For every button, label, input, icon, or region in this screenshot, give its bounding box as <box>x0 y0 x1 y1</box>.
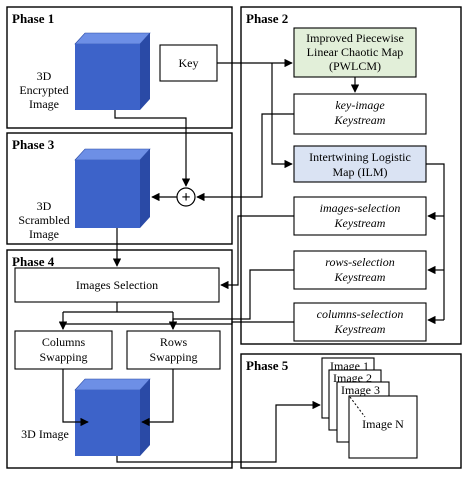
columns-swapping-label-line1: Columns <box>42 335 86 349</box>
scrambled-cube-label-line1: 3D <box>37 199 52 213</box>
phase2-label: Phase 2 <box>246 11 288 26</box>
images-selection-label: Images Selection <box>76 278 158 292</box>
rows-swapping-label-line2: Swapping <box>150 350 198 364</box>
rows-selection-keystream-box <box>293 250 427 290</box>
selection-split-line <box>63 302 173 313</box>
phase3-frame <box>6 132 233 245</box>
pwlcm-box <box>293 27 417 78</box>
encrypted-cube-icon <box>74 32 151 110</box>
phase5-frame <box>240 353 462 469</box>
encrypted-cube-label-line3: Image <box>29 97 59 111</box>
key-image-label-line1: key-image <box>335 98 385 112</box>
encrypted-cube-label-line2: Encrypted <box>19 83 68 97</box>
columns-swapping-box <box>14 330 113 370</box>
ilm-keystream-bus <box>426 163 445 320</box>
output-cube-icon <box>74 378 151 456</box>
phase4-label: Phase 4 <box>12 254 55 269</box>
key-to-ilm-arrow <box>271 63 293 169</box>
key-image-label-line2: Keystream <box>334 113 386 127</box>
encrypted-cube-label-line1: 3D <box>37 69 52 83</box>
columns-ks-to-swapping-arrow <box>58 321 294 330</box>
images-ks-to-selection-arrow <box>220 215 294 290</box>
connectors <box>58 58 445 463</box>
key-label: Key <box>179 56 199 70</box>
scrambled-cube-label-line3: Image <box>29 227 59 241</box>
cube-front-face <box>75 44 140 110</box>
scrambled-cube-icon <box>74 148 151 228</box>
phase4-frame <box>6 249 233 469</box>
cube-top-face <box>74 378 151 391</box>
encrypted-to-xor-arrow <box>114 110 191 187</box>
scrambled-cube-label-line2: Scrambled <box>18 213 69 227</box>
columns-selection-ks-line2: Keystream <box>334 322 386 336</box>
stack-ellipsis-line <box>349 396 366 418</box>
pwlcm-label-line3: (PWLCM) <box>329 59 381 73</box>
ilm-box <box>293 145 427 183</box>
pwlcm-label-line2: Linear Chaotic Map <box>307 45 404 59</box>
cube-front-face <box>75 390 140 456</box>
images-selection-box <box>14 267 220 303</box>
rows-selection-ks-line2: Keystream <box>334 270 386 284</box>
columns-selection-ks-line1: columns-selection <box>317 307 404 321</box>
output-cube-label: 3D Image <box>21 427 69 441</box>
cube-side-face <box>140 33 150 110</box>
columns-swapping-label-line2: Swapping <box>40 350 88 364</box>
phase5-label: Phase 5 <box>246 358 289 373</box>
cube-side-face <box>140 379 150 456</box>
ilm-label-line2: Map (ILM) <box>333 165 388 179</box>
keyimage-to-xor-arrow <box>196 113 294 202</box>
rows-to-cube-arrow <box>141 369 174 427</box>
cube-top-face <box>74 148 151 161</box>
image-n-page <box>348 395 418 459</box>
images-selection-ks-line2: Keystream <box>334 216 386 230</box>
pwlcm-label-line1: Improved Piecewise <box>306 31 404 45</box>
phase1-frame <box>6 6 233 129</box>
rows-swapping-label-line1: Rows <box>160 335 188 349</box>
rows-swapping-box <box>126 330 221 370</box>
image-stack: Image 1 Image 2 Image 3 Image N <box>321 357 418 459</box>
image-3-label: Image 3 <box>341 383 380 397</box>
ilm-label-line1: Intertwining Logistic <box>309 150 411 164</box>
xor-symbol: + <box>181 189 190 206</box>
phase3-label: Phase 3 <box>12 137 55 152</box>
cube-top-face <box>74 32 151 45</box>
phase1-label: Phase 1 <box>12 11 54 26</box>
phase2-frame <box>240 6 462 345</box>
columns-to-cube-arrow <box>62 369 89 427</box>
images-selection-ks-line1: images-selection <box>320 201 401 215</box>
rows-selection-ks-line1: rows-selection <box>325 255 395 269</box>
cube-front-face <box>75 160 140 228</box>
image-n-label: Image N <box>362 417 404 431</box>
cube-side-face <box>140 149 150 228</box>
cube-to-stack-arrow <box>116 400 321 463</box>
